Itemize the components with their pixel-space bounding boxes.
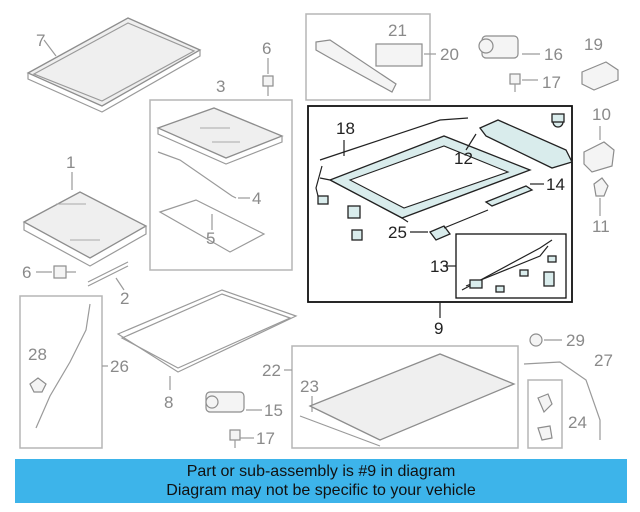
part-22-sunshade — [299, 353, 516, 447]
callout-17-upper: 17 — [542, 73, 561, 92]
part-3-deflector-panel — [156, 107, 284, 165]
callout-12: 12 — [454, 149, 473, 168]
callout-1: 1 — [66, 153, 75, 172]
part-8-seal — [116, 289, 298, 373]
group-22-box — [291, 345, 519, 449]
part-25-cable — [428, 225, 452, 241]
callout-27: 27 — [594, 351, 613, 370]
callout-5: 5 — [206, 229, 215, 248]
part-24-screw — [537, 393, 553, 414]
callout-26: 26 — [110, 357, 129, 376]
callout-19: 19 — [584, 35, 603, 54]
callout-13: 13 — [430, 257, 449, 276]
part-1-sunroof-glass — [22, 191, 148, 267]
callout-23: 23 — [300, 377, 319, 396]
callout-11: 11 — [592, 217, 610, 236]
callout-10: 10 — [592, 105, 611, 124]
callout-20: 20 — [440, 45, 459, 64]
callout-2: 2 — [120, 289, 129, 308]
callout-8: 8 — [164, 393, 173, 412]
part-21-kit — [375, 43, 423, 67]
part-16-motor — [478, 35, 519, 59]
part-10-bracket — [583, 141, 615, 173]
part-19-bracket — [581, 61, 619, 91]
part-11-clip — [593, 177, 609, 197]
callout-16: 16 — [544, 45, 563, 64]
part-14-guide — [484, 185, 534, 207]
callout-29: 29 — [566, 331, 585, 350]
part-7-glass-panel — [26, 17, 202, 113]
info-banner: Part or sub-assembly is #9 in diagram Di… — [15, 459, 627, 503]
part-15-motor — [205, 391, 245, 413]
callout-22: 22 — [262, 361, 281, 380]
callout-3: 3 — [216, 77, 225, 96]
group-24-box — [527, 379, 563, 449]
callout-28: 28 — [28, 345, 47, 364]
part-20-deflector — [315, 39, 397, 93]
part-17-bolt-lower — [229, 429, 241, 448]
part-26-drain-tube — [35, 303, 91, 429]
callout-4: 4 — [252, 189, 261, 208]
callout-6-upper: 6 — [262, 39, 271, 58]
part-4-strip — [157, 151, 237, 199]
callout-14: 14 — [546, 175, 565, 194]
banner-line-1: Part or sub-assembly is #9 in diagram — [186, 463, 456, 480]
part-9-sunroof-frame[interactable] — [319, 135, 532, 223]
callout-15: 15 — [264, 401, 283, 420]
part-6-bolt-upper — [262, 75, 274, 96]
callout-18: 18 — [336, 119, 355, 138]
part-2-strip — [87, 261, 129, 283]
part-5-seal — [158, 199, 266, 253]
callout-9: 9 — [434, 319, 443, 338]
part-13-mechanism — [461, 239, 557, 293]
callout-6-lower: 6 — [22, 263, 31, 282]
callout-25: 25 — [388, 223, 407, 242]
part-28-clip — [29, 377, 47, 393]
part-12-bolt — [551, 113, 565, 123]
part-27-drain-tube — [523, 361, 601, 440]
group-3-box — [149, 99, 293, 271]
group-20-box — [305, 13, 431, 101]
banner-line-2: Diagram may not be specific to your vehi… — [166, 482, 476, 499]
callout-17-lower: 17 — [256, 429, 275, 448]
callout-7: 7 — [36, 31, 45, 50]
part-29-grommet — [529, 333, 543, 347]
callout-24: 24 — [568, 413, 587, 432]
part-18-connector — [317, 195, 329, 205]
callout-21: 21 — [388, 21, 407, 40]
group-26-box — [19, 295, 103, 449]
part-17-bolt-upper — [509, 73, 521, 92]
part-6-bolt-lower — [53, 265, 67, 279]
